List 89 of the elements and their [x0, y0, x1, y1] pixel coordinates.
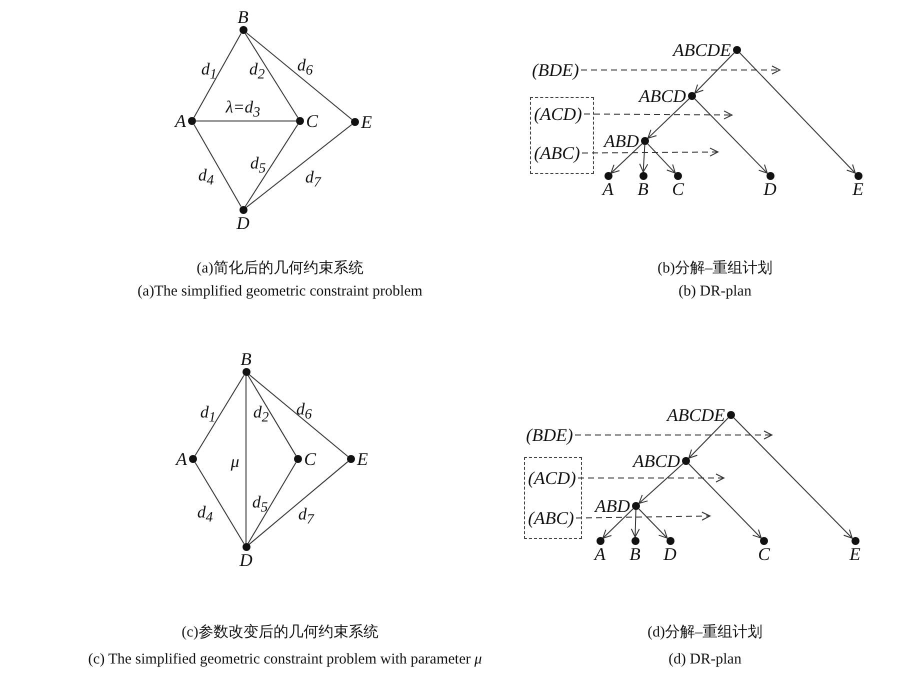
point-label: E — [356, 450, 369, 468]
point-label: C — [757, 545, 772, 563]
arrow — [694, 98, 768, 174]
point-label: D — [238, 551, 254, 569]
arrow — [647, 143, 676, 174]
edge-label: d$_{7}$ — [305, 168, 321, 192]
edge-label: d$_{5}$ — [252, 493, 268, 517]
arrow — [733, 417, 853, 539]
point-label: (ABC) — [533, 144, 581, 162]
point-label: A — [173, 112, 187, 130]
constraint-line — [244, 32, 298, 118]
arrow — [630, 510, 640, 538]
caption: (d)分解–重组计划 — [648, 623, 762, 642]
dashed-group-frame — [524, 457, 582, 539]
caption: (c) The simplified geometric constraint problem with parameter μ — [88, 652, 482, 668]
point-label: B — [636, 180, 650, 198]
point-label: B — [236, 8, 250, 26]
point-label: D — [235, 214, 250, 232]
caption: (a)The simplified geometric constraint problem — [138, 284, 422, 300]
point-label: A — [174, 450, 188, 468]
edge-label: d$_{7}$ — [298, 505, 314, 529]
point-label: ABD — [593, 497, 631, 515]
point-label: ABD — [602, 132, 640, 150]
arrow — [610, 143, 643, 174]
arrow — [578, 474, 724, 482]
constraint-line — [248, 461, 348, 545]
point-label: ABCDE — [665, 406, 726, 424]
arrow — [688, 417, 729, 459]
point-label: A — [600, 180, 614, 198]
point-label: ABCD — [631, 452, 681, 470]
constraint-line — [244, 124, 298, 208]
point-label: (ACD) — [527, 469, 577, 487]
edge-label: d$_{6}$ — [296, 400, 312, 424]
arrow — [694, 52, 735, 94]
arrow — [602, 508, 634, 539]
caption: (a)简化后的几何约束系统 — [196, 259, 364, 278]
arrow — [575, 512, 710, 521]
point-label: (BDE) — [525, 426, 574, 444]
arrow — [688, 463, 762, 539]
arrow — [638, 508, 668, 539]
point-label: B — [628, 545, 642, 563]
edge-label: d$_{5}$ — [250, 154, 266, 178]
constraint-line — [248, 374, 348, 457]
point-label: E — [851, 180, 864, 198]
point-label: (BDE) — [531, 61, 580, 79]
caption: (b)分解–重组计划 — [658, 259, 772, 278]
edge-label: d$_{6}$ — [297, 56, 313, 80]
arrow — [581, 148, 718, 157]
constraint-line — [194, 124, 242, 208]
arrow — [638, 463, 684, 504]
edge-label: d$_{1}$ — [201, 60, 217, 84]
constraint-line — [194, 374, 244, 456]
edge-label: λ=d$_{3}$ — [226, 98, 260, 122]
caption: (c)参数改变后的几何约束系统 — [182, 623, 378, 642]
arrow — [739, 52, 856, 174]
constraint-line — [194, 462, 244, 544]
constraint-line — [248, 374, 296, 456]
edge-label: d$_{1}$ — [200, 403, 216, 427]
edge-label: d$_{2}$ — [249, 60, 265, 84]
point-label: B — [240, 350, 252, 368]
constraint-line — [246, 32, 352, 120]
arrow — [574, 430, 772, 440]
caption: (b) DR-plan — [678, 284, 752, 300]
point-label: E — [848, 545, 862, 563]
constraint-line — [193, 33, 242, 118]
point-label: C — [671, 180, 686, 198]
point-label: C — [303, 450, 318, 468]
edge-label: d$_{4}$ — [197, 503, 213, 527]
constraint-line — [246, 124, 352, 208]
point-label: (ACD) — [533, 105, 583, 123]
dashed-group-frame — [530, 97, 594, 174]
arrow — [647, 98, 690, 139]
point-label: D — [762, 180, 778, 198]
caption: (d) DR-plan — [668, 652, 742, 668]
constraint-line — [248, 462, 296, 544]
point-label: ABCD — [637, 87, 687, 105]
constraint-line — [196, 120, 296, 122]
edge-label: d$_{2}$ — [253, 403, 269, 427]
point-label: (ABC) — [527, 509, 575, 527]
edge-label: d$_{4}$ — [198, 166, 214, 190]
point-label: C — [305, 112, 320, 130]
point-label: A — [592, 545, 606, 563]
point-label: D — [662, 545, 678, 563]
arrow — [639, 144, 648, 172]
point-label: E — [360, 113, 373, 131]
arrow — [580, 66, 780, 74]
edge-label: μ — [230, 453, 240, 471]
arrow — [584, 110, 732, 120]
point-label: ABCDE — [671, 41, 732, 59]
